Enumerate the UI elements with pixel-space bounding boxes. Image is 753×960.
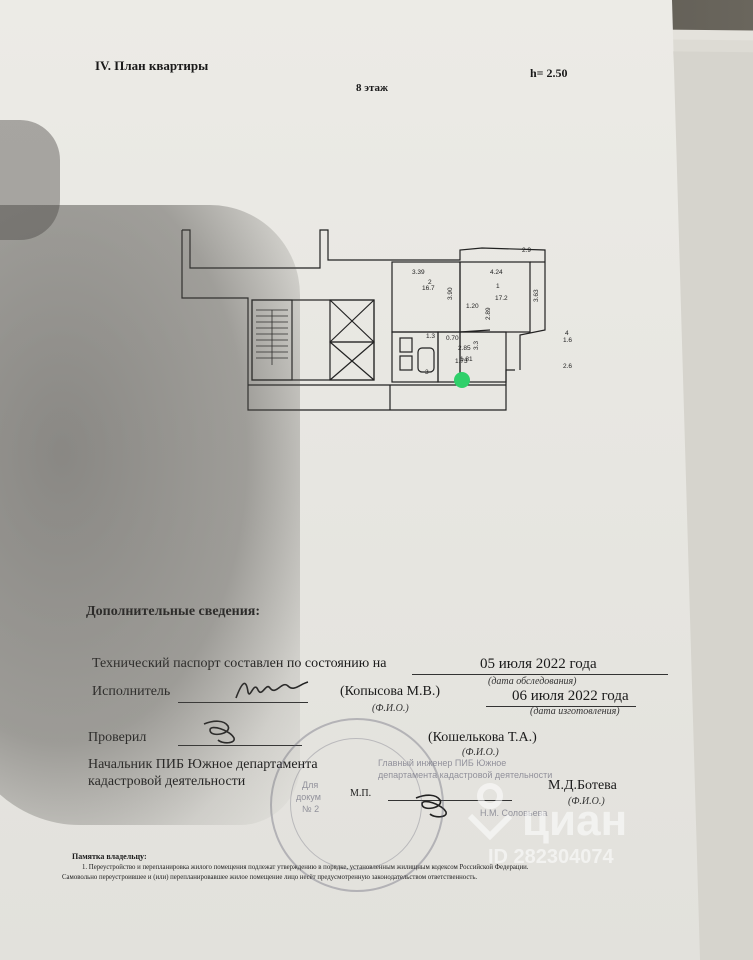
passport-label: Технический паспорт составлен по состоян… (92, 656, 387, 671)
watermark-id: ID 282304074 (488, 846, 614, 868)
checked-label: Проверил (88, 730, 147, 745)
stamp-text: департамента кадастровой деятельности (378, 770, 553, 780)
survey-caption: (дата обследования) (488, 676, 577, 687)
ceiling-height: h= 2.50 (530, 66, 568, 80)
memo-title: Памятка владельцу: (72, 852, 147, 861)
made-caption: (дата изготовления) (530, 706, 620, 717)
room-label: 17.2 (495, 295, 508, 302)
room-label: 1.81 (460, 356, 473, 363)
dim-label: 2.9 (522, 247, 531, 254)
dim-label: 3.3 (473, 341, 480, 350)
additional-heading: Дополнительные сведения: (86, 604, 261, 619)
room-label: 3 (425, 369, 429, 376)
stamp-text: Главный инженер ПИБ Южное (378, 758, 507, 768)
room-label: 2 (428, 279, 432, 286)
executor-name: (Копысова М.В.) (340, 684, 441, 699)
dim-label: 3.90 (447, 287, 454, 300)
checker-name: (Кошелькова Т.А.) (428, 730, 537, 745)
dim-label: 3.39 (412, 269, 425, 276)
survey-date-line (412, 674, 668, 675)
dim-label: 1.73 (455, 358, 468, 365)
fio-caption: (Ф.И.О.) (462, 747, 499, 758)
dim-label: 4.24 (490, 269, 503, 276)
head-signature-line (388, 800, 512, 801)
room-label: 1 (496, 283, 500, 290)
stamp-text: № 2 (302, 804, 320, 814)
checker-signature (203, 720, 235, 744)
dim-label: 3.63 (533, 289, 540, 302)
room-label: 2.6 (563, 363, 572, 370)
memo-line: 1. Переустройство и перепланировка жилог… (82, 864, 529, 871)
room-label: 2.85 (458, 345, 471, 352)
green-marker (454, 372, 470, 388)
section-title: IV. План квартиры (95, 58, 209, 73)
cian-logo-icon (467, 783, 513, 840)
dim-label: 1.20 (466, 303, 479, 310)
room-label: 16.7 (422, 285, 435, 292)
dim-label: 2.89 (485, 307, 492, 320)
survey-date: 05 июля 2022 года (480, 656, 597, 672)
watermark-brand: циан (522, 796, 628, 845)
floor-label: 8 этаж (356, 82, 389, 94)
room-label: 1.3 (426, 333, 435, 340)
head-label: кадастровой деятельности (88, 774, 246, 789)
room-label: 4 (565, 330, 569, 337)
executor-signature (235, 681, 309, 699)
room-label: 1.6 (563, 337, 572, 344)
stamp-text: Н.М. Соловьева (480, 808, 548, 818)
executor-label: Исполнитель (92, 684, 171, 699)
made-date-line (486, 706, 636, 707)
made-date: 06 июля 2022 года (512, 688, 629, 704)
head-name: М.Д.Ботева (548, 778, 617, 793)
fio-caption: (Ф.И.О.) (372, 703, 409, 714)
memo-line: Самовольно переустроившее и (или) перепл… (62, 874, 478, 881)
stamp-text: Для (302, 780, 319, 790)
stamp-text: докум (296, 792, 321, 802)
dim-label: 0.70 (446, 335, 459, 342)
fio-caption: (Ф.И.О.) (568, 796, 605, 807)
floor-plan-drawing: 3.39 4.24 2.9 3.90 3.63 1.20 0.70 2.89 3… (181, 229, 572, 411)
